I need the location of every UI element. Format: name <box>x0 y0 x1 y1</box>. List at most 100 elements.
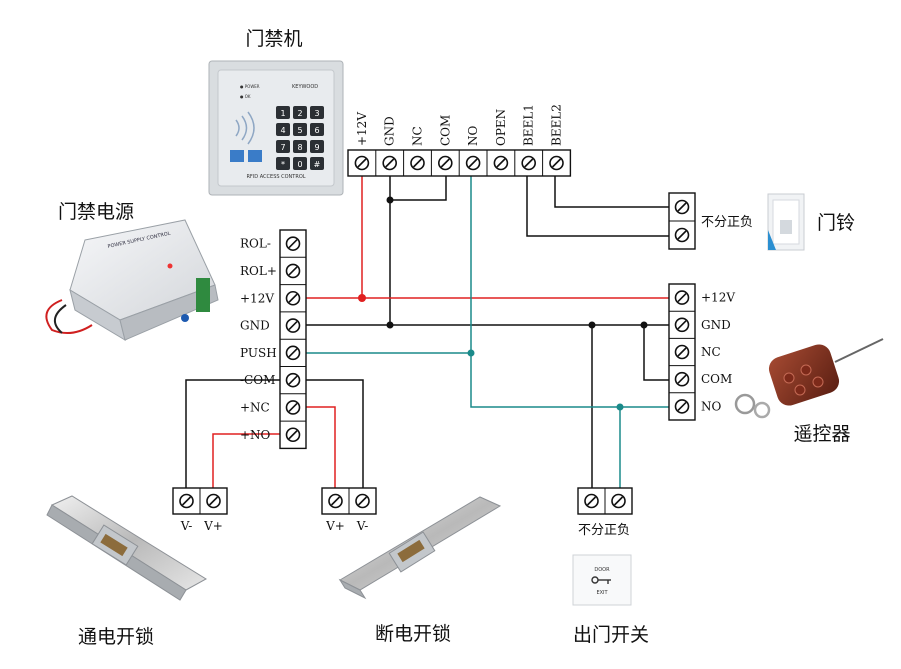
access-controller-title: 门禁机 <box>245 28 302 50</box>
exit-top-label: DOOR <box>594 567 610 573</box>
remote-terminal-1 <box>674 317 690 333</box>
wire-psu-com-lock2 <box>293 379 364 500</box>
remote-device <box>734 338 884 419</box>
psu-terminal-label: +12V <box>240 291 274 305</box>
remote-terminal-label: NC <box>701 345 721 359</box>
psu-terminal-label: -COM <box>240 373 275 387</box>
controller-terminal-label: NO <box>466 126 480 147</box>
power-supply-device: POWER SUPPLY CONTROL <box>45 219 219 342</box>
lock2-terminal-block-label: V+ <box>325 519 345 533</box>
controller-terminal-7 <box>549 155 564 171</box>
remote-terminal-label: +12V <box>701 291 735 305</box>
junction-no <box>616 403 624 411</box>
exit-polarity-note: 不分正负 <box>578 523 630 538</box>
keypad-key: * <box>276 157 290 170</box>
exit-terminal-block-0 <box>584 493 599 509</box>
lock1-terminal-block-label: V- <box>180 519 193 533</box>
controller-terminal-2 <box>410 155 425 171</box>
controller-terminal-1 <box>382 155 398 171</box>
svg-text:4: 4 <box>280 126 285 135</box>
remote-terminal-3 <box>674 371 690 387</box>
svg-text:9: 9 <box>314 143 319 152</box>
doorbell-device <box>767 193 805 251</box>
wire-controller-no <box>470 163 682 408</box>
keypad-key: 5 <box>293 123 307 136</box>
keypad-key: 9 <box>310 140 324 153</box>
exit-button-device: DOOR EXIT <box>572 554 632 606</box>
remote-title: 遥控器 <box>793 423 850 445</box>
junction-gnd-1 <box>386 321 394 329</box>
controller-terminal-label: +12V <box>355 112 369 146</box>
lock2-terminal-block-1 <box>355 493 370 509</box>
psu-terminal-7 <box>285 427 301 443</box>
rfid-wave-icon <box>235 111 255 145</box>
wire-beel1 <box>526 163 682 237</box>
controller-terminal-label: GND <box>383 116 397 146</box>
keypad-key: 0 <box>293 157 307 170</box>
controller-terminal-label: BEEL1 <box>522 104 536 146</box>
doorbell-title: 门铃 <box>817 212 855 234</box>
junction-com <box>386 196 394 204</box>
keypad-key: 8 <box>293 140 307 153</box>
doorbell-terminal-0 <box>674 199 690 215</box>
psu-terminal-0 <box>285 236 301 251</box>
svg-text:#: # <box>314 160 321 169</box>
exit-terminal-block <box>577 487 633 515</box>
keypad-key: # <box>310 157 324 170</box>
psu-terminal-label: ROL- <box>240 237 271 251</box>
remote-terminal-label: COM <box>701 372 732 386</box>
lock-fail-secure-title: 通电开锁 <box>78 626 154 648</box>
junction-gnd-3 <box>640 321 648 329</box>
doorbell-terminal-1 <box>674 227 690 243</box>
keypad-key: 2 <box>293 106 307 119</box>
svg-text:7: 7 <box>280 143 285 152</box>
psu-terminal-1 <box>285 263 301 279</box>
controller-terminal-label: NC <box>411 126 425 146</box>
junction-12v <box>358 294 366 302</box>
lock1-terminal-block-0 <box>179 493 194 509</box>
controller-terminal-3 <box>437 155 453 171</box>
wire-psu-com-lock1 <box>185 379 293 500</box>
remote-terminal-4 <box>674 399 690 414</box>
controller-terminal-label: BEEL2 <box>550 104 564 146</box>
lock2-terminal-block: V+ V- <box>321 487 377 533</box>
psu-terminal-4 <box>285 345 301 361</box>
exit-button-title: 出门开关 <box>573 624 649 646</box>
svg-text:5: 5 <box>297 126 302 135</box>
lock-fail-secure-device <box>46 495 207 601</box>
psu-terminal-2 <box>285 290 301 306</box>
svg-text:*: * <box>281 160 285 169</box>
remote-terminal-2 <box>674 344 690 360</box>
keypad-key: 7 <box>276 140 290 153</box>
junction-gnd-2 <box>588 321 596 329</box>
lock1-terminal-block: V-V+ <box>172 487 228 533</box>
psu-terminal-5 <box>285 372 301 388</box>
psu-terminal-label: +NO <box>240 428 271 442</box>
keypad-key: 6 <box>310 123 324 136</box>
psu-terminal-label: ROL+ <box>240 264 277 278</box>
wires <box>185 163 682 500</box>
lock1-terminal-block-1 <box>206 493 221 509</box>
junctions <box>358 196 648 411</box>
exit-terminal-block-1 <box>611 493 626 509</box>
controller-terminal-0 <box>354 155 370 171</box>
keypad-brand: KEYWOOD <box>292 84 318 90</box>
keypad-key: 4 <box>276 123 290 136</box>
power-supply-title: 门禁电源 <box>58 201 134 223</box>
svg-text:0: 0 <box>297 160 302 169</box>
lock2-terminal-block-label: V- <box>356 519 369 533</box>
wire-psu-nc-lock2 <box>293 406 336 500</box>
remote-terminal-0 <box>674 290 690 305</box>
svg-text:● OK: ● OK <box>240 94 251 99</box>
psu-terminal-6 <box>285 400 301 415</box>
psu-terminal-label: +NC <box>240 400 270 414</box>
wire-beel2 <box>554 163 682 208</box>
keypad-caption: RFID ACCESS CONTROL <box>246 174 305 180</box>
psu-terminal-3 <box>285 318 301 333</box>
svg-text:3: 3 <box>314 109 319 118</box>
